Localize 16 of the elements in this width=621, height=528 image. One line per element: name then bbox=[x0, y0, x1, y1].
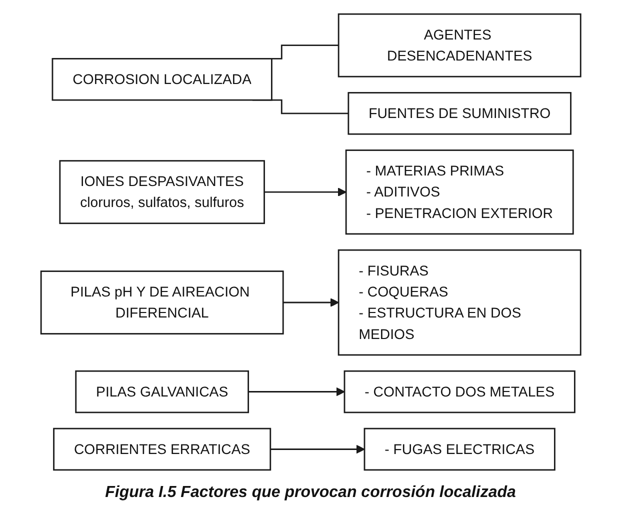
node-box: - FUGAS ELECTRICAS bbox=[363, 428, 556, 471]
node-box: PILAS pH Y DE AIREACION DIFERENCIAL bbox=[40, 270, 284, 334]
node-box: IONES DESPASIVANTES cloruros, sulfatos, sulfuros bbox=[58, 160, 265, 224]
node-box: - MATERIAS PRIMAS - ADITIVOS - PENETRACION EXTERIOR bbox=[345, 150, 574, 235]
node-box: CORROSION LOCALIZADA bbox=[51, 58, 272, 101]
node-box: - CONTACTO DOS METALES bbox=[343, 370, 576, 414]
arrow bbox=[264, 188, 346, 197]
arrow bbox=[270, 444, 365, 454]
arrow bbox=[282, 298, 339, 307]
node-box: FUENTES DE SUMINISTRO bbox=[347, 92, 572, 135]
figure-caption: Figura I.5 Factores que provocan corrosión localizada bbox=[104, 484, 517, 502]
node-box: CORRIENTES ERRATICAS bbox=[52, 428, 271, 471]
node-box: PILAS GALVANICAS bbox=[74, 370, 249, 414]
node-box: - FISURAS - COQUERAS - ESTRUCTURA EN DOS MEDIOS bbox=[338, 249, 581, 356]
arrow bbox=[248, 387, 345, 396]
node-box: AGENTES DESENCADENANTES bbox=[338, 13, 581, 78]
